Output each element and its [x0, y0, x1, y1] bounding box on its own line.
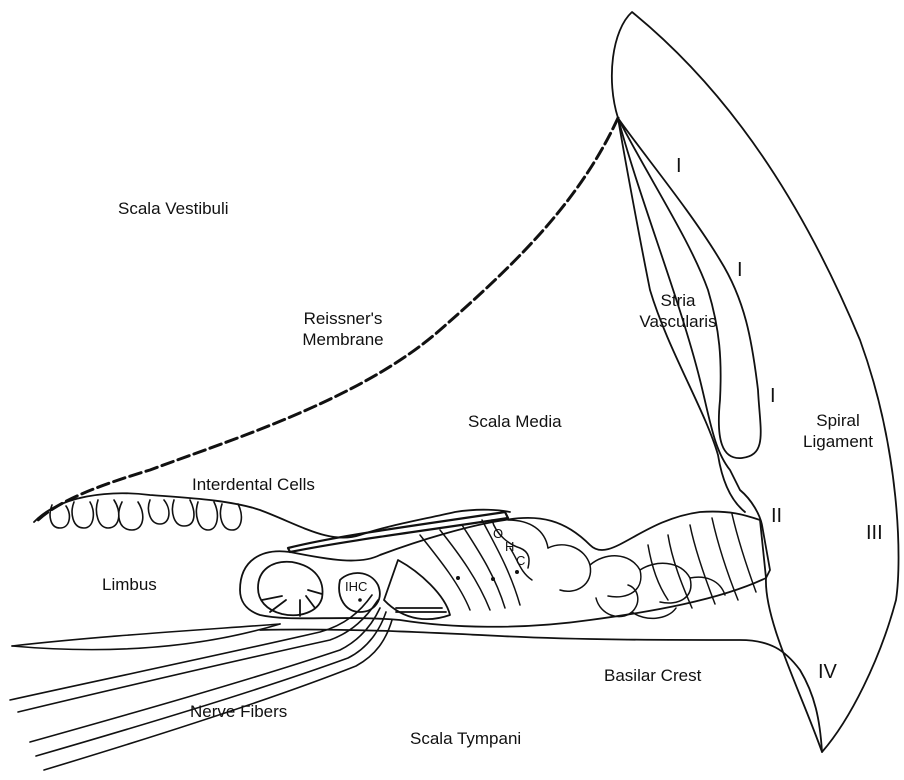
inner-sulcus-cell-divisions: [262, 590, 322, 616]
outer-hair-cells: [420, 520, 548, 610]
interdental-cells-label: Interdental Cells: [192, 474, 315, 495]
nerve-fiber-bundles: [10, 595, 392, 770]
fibrocyte-type-iv: IV: [818, 660, 837, 685]
stria-vascularis-line2: Vascularis: [628, 311, 728, 332]
reissners-membrane-line1: Reissner's: [298, 308, 388, 329]
reissners-membrane-line2: Membrane: [298, 329, 388, 350]
tunnel-of-corti: [384, 560, 450, 619]
limbus-surface: [34, 493, 510, 537]
fibrocyte-type-i-middle: I: [737, 258, 743, 283]
spiral-ligament-line1: Spiral: [788, 410, 888, 431]
spiral-ligament-label: Spiral Ligament: [788, 410, 888, 453]
ihc-label: IHC: [345, 579, 367, 595]
fibrocyte-type-i-upper: I: [676, 154, 682, 179]
fibrocyte-type-i-lower: I: [770, 384, 776, 409]
ohc-label-c: C: [516, 553, 525, 569]
nerve-fibers-label: Nerve Fibers: [190, 701, 287, 722]
inner-sulcus-cells: [258, 562, 323, 615]
fibrocyte-type-ii: II: [771, 504, 782, 529]
ohc-label-h: H: [505, 539, 514, 555]
ohc-label-o: O: [493, 526, 503, 542]
fibrocyte-type-iii: III: [866, 521, 883, 546]
stria-vascularis-label: Stria Vascularis: [628, 290, 728, 333]
scala-vestibuli-label: Scala Vestibuli: [118, 198, 229, 219]
stria-pocket-outline: [618, 118, 761, 458]
scala-tympani-label: Scala Tympani: [410, 728, 521, 749]
interdental-cells: [50, 500, 241, 530]
hair-cell-dots: [358, 570, 519, 602]
outer-sulcus-striations: [648, 514, 756, 608]
spiral-ligament-line2: Ligament: [788, 431, 888, 452]
pillar-lines: [396, 608, 446, 612]
scala-media-label: Scala Media: [468, 411, 562, 432]
basilar-crest-label: Basilar Crest: [604, 665, 701, 686]
reissners-membrane-label: Reissner's Membrane: [298, 308, 388, 351]
limbus-label: Limbus: [102, 574, 157, 595]
stria-vascularis-line1: Stria: [628, 290, 728, 311]
